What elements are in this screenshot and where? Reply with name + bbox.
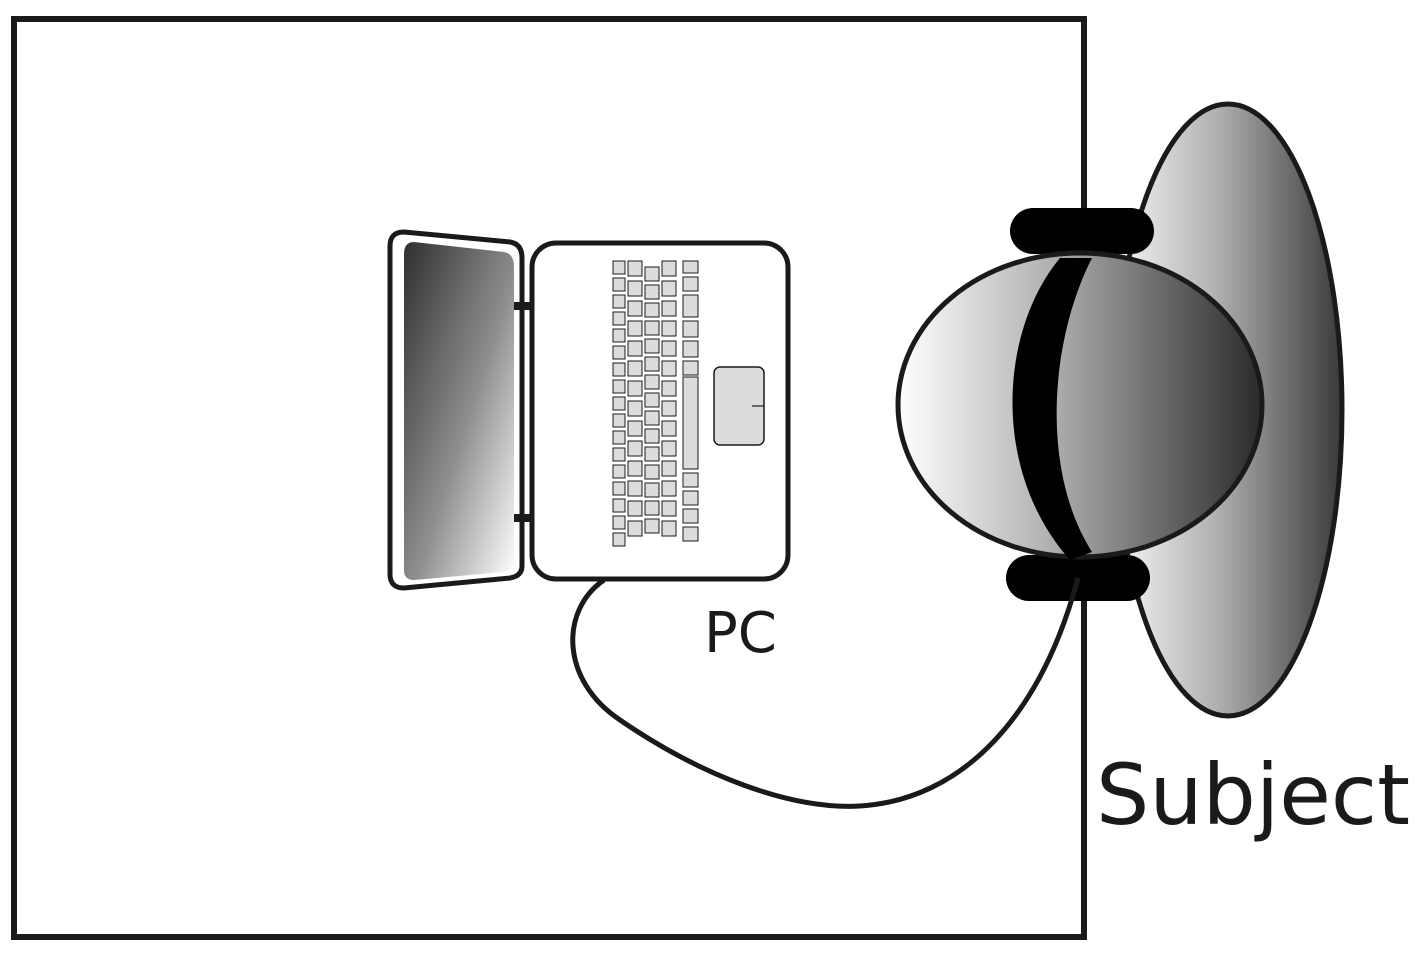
keyboard-key	[644, 500, 660, 516]
laptop-screen-display	[404, 242, 514, 580]
laptop-keyboard	[612, 260, 699, 547]
keyboard-key	[612, 311, 626, 326]
keyboard-key	[682, 508, 699, 524]
keyboard-key	[627, 480, 643, 497]
keyboard-key	[644, 338, 660, 354]
keyboard-key	[644, 266, 660, 282]
keyboard-key	[682, 320, 699, 338]
headphone-cable	[570, 577, 1081, 809]
keyboard-key	[644, 302, 660, 318]
keyboard-key	[612, 430, 626, 445]
keyboard-key	[627, 280, 643, 297]
keyboard-key	[627, 300, 643, 317]
keyboard-key	[661, 360, 677, 377]
keyboard-key	[682, 360, 699, 376]
keyboard-key	[644, 518, 660, 534]
keyboard-key	[627, 460, 643, 477]
keyboard-key	[661, 320, 677, 337]
keyboard-key	[661, 520, 677, 537]
keyboard-key	[661, 300, 677, 317]
keyboard-key	[682, 260, 699, 274]
keyboard-key	[661, 280, 677, 297]
keyboard-key	[612, 413, 626, 428]
keyboard-key	[682, 276, 699, 292]
keyboard-key	[627, 340, 643, 357]
keyboard-key	[612, 260, 626, 275]
keyboard-key	[627, 500, 643, 517]
subject-figure	[895, 101, 1345, 719]
keyboard-key	[612, 345, 626, 360]
keyboard-key	[661, 460, 677, 477]
keyboard-key	[612, 277, 626, 292]
keyboard-key	[644, 446, 660, 462]
keyboard-key	[627, 520, 643, 537]
keyboard-key	[682, 490, 699, 506]
keyboard-key	[612, 294, 626, 309]
keyboard-key	[612, 396, 626, 411]
laptop-hinge-bottom	[514, 514, 534, 522]
keyboard-key	[612, 464, 626, 479]
headphone-band	[1012, 258, 1092, 560]
subject-label: Subject	[1096, 746, 1410, 844]
keyboard-key	[661, 340, 677, 357]
keyboard-key	[644, 428, 660, 444]
keyboard-key	[682, 294, 699, 318]
keyboard-key	[661, 400, 677, 417]
keyboard-key	[682, 376, 699, 470]
laptop-pc	[387, 229, 791, 591]
headphone-top-cup	[1010, 208, 1154, 254]
keyboard-key	[644, 392, 660, 408]
keyboard-key	[612, 447, 626, 462]
keyboard-key	[682, 526, 699, 542]
keyboard-key	[661, 440, 677, 457]
keyboard-key	[627, 400, 643, 417]
keyboard-key	[644, 320, 660, 336]
keyboard-key	[661, 260, 677, 277]
keyboard-key	[661, 500, 677, 517]
keyboard-key	[627, 320, 643, 337]
keyboard-key	[612, 379, 626, 394]
keyboard-key	[612, 362, 626, 377]
keyboard-key	[682, 472, 699, 488]
keyboard-key	[612, 498, 626, 513]
keyboard-key	[661, 380, 677, 397]
keyboard-key	[612, 481, 626, 496]
keyboard-key	[661, 420, 677, 437]
subject-head	[895, 250, 1265, 560]
keyboard-key	[627, 420, 643, 437]
keyboard-key	[644, 374, 660, 390]
keyboard-key	[644, 482, 660, 498]
keyboard-key	[682, 340, 699, 358]
keyboard-key	[627, 260, 643, 277]
pc-label: PC	[704, 601, 777, 666]
keyboard-key	[627, 360, 643, 377]
keyboard-key	[661, 480, 677, 497]
keyboard-key	[612, 532, 626, 547]
keyboard-key	[627, 380, 643, 397]
keyboard-key	[612, 328, 626, 343]
keyboard-key	[644, 284, 660, 300]
laptop-hinge-top	[514, 302, 534, 310]
keyboard-key	[644, 464, 660, 480]
keyboard-key	[627, 440, 643, 457]
keyboard-key	[644, 356, 660, 372]
keyboard-key	[644, 410, 660, 426]
laptop-base	[529, 240, 791, 582]
keyboard-key	[612, 515, 626, 530]
